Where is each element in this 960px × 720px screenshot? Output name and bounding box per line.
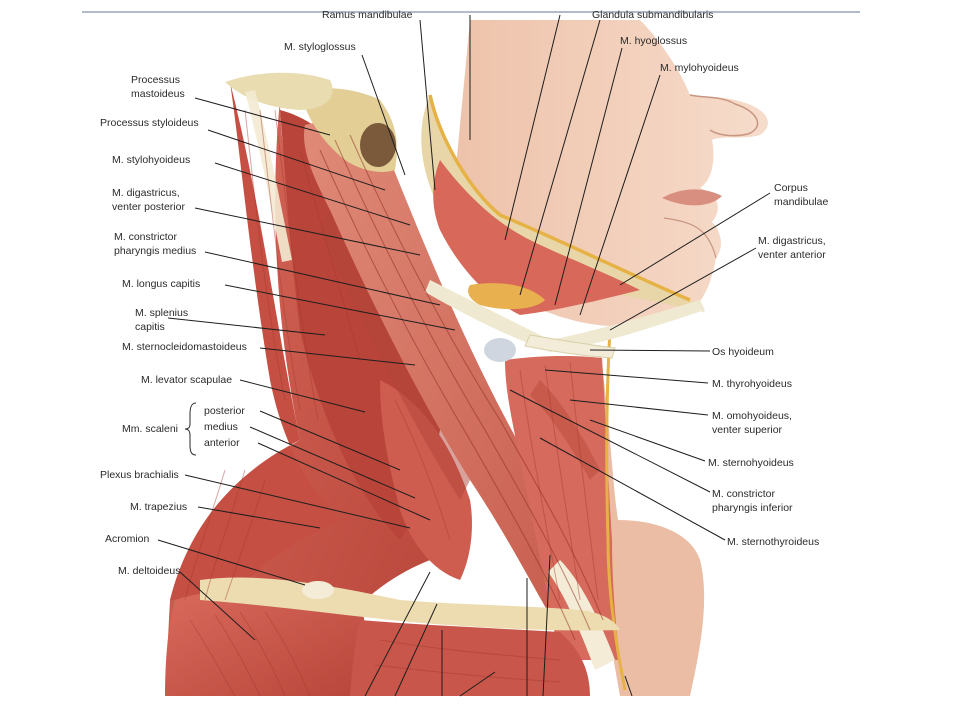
labels: Ramus mandibulae Glandula submandibulari… <box>100 9 828 577</box>
label-splenius-capitis-2: capitis <box>135 321 165 333</box>
label-scaleni-group: Mm. scaleni <box>122 423 178 435</box>
submandibular-gland <box>468 283 545 310</box>
trapezius-front <box>170 82 340 600</box>
acromion-bone <box>302 581 334 599</box>
neck-fat-border <box>605 329 627 691</box>
label-sternocleidomastoideus: M. sternocleidomastoideus <box>122 341 247 353</box>
submandibular-region <box>433 160 640 315</box>
label-constrictor-inferior-2: pharyngis inferior <box>712 502 793 514</box>
label-constrictor-inferior-1: M. constrictor <box>712 488 776 500</box>
occipital-bone <box>225 72 333 110</box>
scaleni-brace <box>184 402 197 456</box>
label-mylohyoideus: M. mylohyoideus <box>660 62 739 74</box>
label-os-hyoideum: Os hyoideum <box>712 346 774 358</box>
label-sternothyroideus: M. sternothyroideus <box>727 536 819 548</box>
muscle-fibers <box>184 109 604 697</box>
label-longus-capitis: M. longus capitis <box>122 278 200 290</box>
digastric-tendon <box>425 280 705 352</box>
scaleni-muscles <box>380 380 472 580</box>
label-constrictor-medius-1: M. constrictor <box>114 231 178 243</box>
scm-shadow <box>320 210 470 500</box>
label-deltoideus: M. deltoideus <box>118 565 180 577</box>
label-hyoglossus: M. hyoglossus <box>620 35 687 47</box>
label-constrictor-medius-2: pharyngis medius <box>114 245 196 257</box>
face-chin <box>663 217 717 259</box>
label-acromion: Acromion <box>105 533 150 545</box>
label-trapezius: M. trapezius <box>130 501 187 513</box>
label-sternohyoideus: M. sternohyoideus <box>708 457 794 469</box>
label-glandula-submandibularis: Glandula submandibularis <box>592 9 713 21</box>
label-scalenus-anterior: anterior <box>204 437 240 449</box>
label-omohyoideus-1: M. omohyoideus, <box>712 410 792 422</box>
face-nose <box>689 94 759 137</box>
label-stylohyoideus: M. stylohyoideus <box>112 154 190 166</box>
neck-skin <box>590 350 705 696</box>
label-styloglossus: M. styloglossus <box>284 41 356 53</box>
label-digastricus-anterior-2: venter anterior <box>758 249 826 261</box>
label-scalenus-posterior: posterior <box>204 405 245 417</box>
label-corpus-mandibulae-1: Corpus <box>774 182 808 194</box>
label-splenius-capitis-1: M. splenius <box>135 307 188 319</box>
label-digastricus-posterior-2: venter posterior <box>112 201 185 213</box>
omohyoid-belly <box>530 380 600 480</box>
label-processus-styloideus: Processus styloideus <box>100 117 199 129</box>
leader-lines <box>157 14 771 697</box>
label-thyrohyoideus: M. thyrohyoideus <box>712 378 792 390</box>
label-corpus-mandibulae-2: mandibulae <box>774 196 828 208</box>
mandible-fat-border <box>428 94 691 302</box>
label-processus-mastoideus-2: mastoideus <box>131 88 185 100</box>
larynx-structure <box>484 338 516 362</box>
auditory-canal <box>360 123 396 167</box>
label-omohyoideus-2: venter superior <box>712 424 783 436</box>
label-levator-scapulae: M. levator scapulae <box>141 374 232 386</box>
label-processus-mastoideus-1: Processus <box>131 74 180 86</box>
trapezius-tendon <box>245 90 292 262</box>
deltoid-mass <box>165 588 368 696</box>
label-ramus-mandibulae: Ramus mandibulae <box>322 9 413 21</box>
chest-muscles <box>350 620 590 696</box>
face-lips <box>662 189 722 206</box>
hyoid-bone <box>524 334 616 359</box>
label-digastricus-posterior-1: M. digastricus, <box>112 187 180 199</box>
label-digastricus-anterior-1: M. digastricus, <box>758 235 826 247</box>
label-scalenus-medius: medius <box>204 421 238 433</box>
label-plexus-brachialis: Plexus brachialis <box>100 469 179 481</box>
